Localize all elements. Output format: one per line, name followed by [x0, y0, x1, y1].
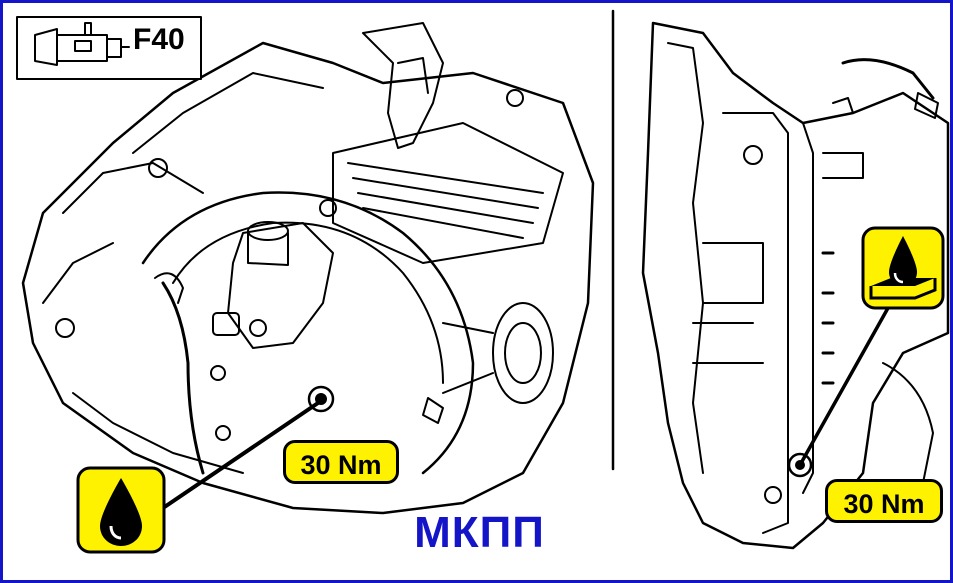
- transmission-caption: МКПП: [414, 508, 545, 557]
- gearbox-icon: [16, 16, 202, 80]
- oil-drop-icon: [76, 466, 166, 554]
- left-gearbox-drawing: [21, 22, 595, 515]
- gearbox-line-art: [16, 9, 950, 554]
- model-code-label: F40: [133, 23, 185, 56]
- torque-callout-left: 30 Nm: [283, 440, 399, 484]
- oil-level-icon: [861, 226, 945, 310]
- right-gearbox-drawing: [641, 21, 950, 550]
- torque-callout-right: 30 Nm: [825, 479, 943, 523]
